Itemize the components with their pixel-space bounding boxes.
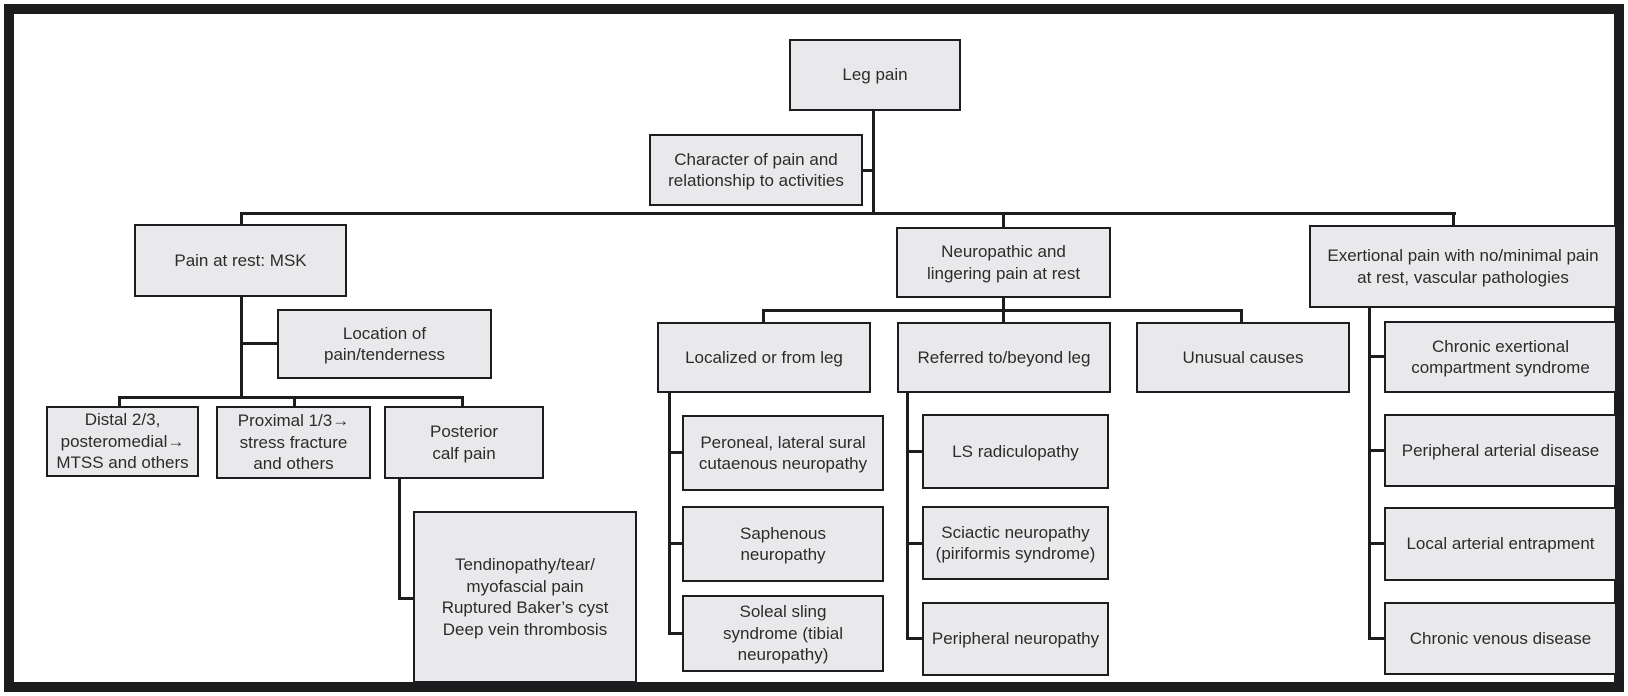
node-tendinopathy-group: Tendinopathy/tear/ myofascial pain Ruptu…: [413, 511, 637, 683]
connector-location-stub: [240, 342, 278, 345]
connector-referred-spine: [906, 392, 909, 640]
connector-entrapment-stub: [1368, 542, 1385, 545]
connector-venous-stub: [1368, 637, 1385, 640]
node-chronic-venous-disease: Chronic venous disease: [1384, 602, 1617, 675]
node-neuropathic-lingering-pain: Neuropathic and lingering pain at rest: [896, 227, 1111, 298]
connector-stub-exertional: [1452, 212, 1455, 226]
connector-stub-neuro: [1002, 212, 1005, 228]
node-peroneal-sural-neuropathy: Peroneal, lateral sural cutaenous neurop…: [682, 415, 884, 491]
connector-stub-referred: [1002, 309, 1005, 323]
connector-tendinopathy-stub: [398, 597, 414, 600]
connector-stub-posterior: [461, 396, 464, 407]
connector-stub-proximal: [293, 396, 296, 407]
connector-saphenous-stub: [668, 542, 683, 545]
node-posterior-calf-pain: Posterior calf pain: [384, 406, 544, 479]
connector-rail-top: [240, 212, 1456, 215]
node-distal-mtss: Distal 2/3, posteromedial→ MTSS and othe…: [46, 406, 199, 477]
node-character-of-pain: Character of pain and relationship to ac…: [649, 134, 863, 206]
connector-msk-down: [240, 296, 243, 398]
connector-stub-msk: [240, 212, 243, 225]
diagram-frame: Leg pain Character of pain and relations…: [4, 4, 1624, 692]
connector-soleal-stub: [668, 632, 683, 635]
connector-legpain-down: [872, 111, 875, 213]
connector-character-stub: [862, 169, 874, 172]
node-location-of-pain: Location of pain/tenderness: [277, 309, 492, 379]
node-sciatic-neuropathy: Sciactic neuropathy (piriformis syndrome…: [922, 506, 1109, 580]
connector-localized-spine: [668, 392, 671, 635]
connector-peripheral-stub: [906, 637, 923, 640]
connector-pad-stub: [1368, 449, 1385, 452]
connector-sciatic-stub: [906, 542, 923, 545]
connector-rail-msk: [118, 396, 464, 399]
connector-cecs-stub: [1368, 355, 1385, 358]
connector-posterior-down: [398, 478, 401, 599]
node-proximal-stress-fracture: Proximal 1/3→ stress fracture and others: [216, 406, 371, 479]
connector-stub-localized: [762, 309, 765, 323]
connector-ls-stub: [906, 450, 923, 453]
node-peripheral-arterial-disease: Peripheral arterial disease: [1384, 414, 1617, 487]
connector-exertional-spine: [1368, 307, 1371, 639]
node-referred-beyond-leg: Referred to/beyond leg: [897, 322, 1111, 393]
connector-stub-unusual: [1240, 309, 1243, 323]
node-peripheral-neuropathy: Peripheral neuropathy: [922, 602, 1109, 676]
node-soleal-sling-syndrome: Soleal sling syndrome (tibial neuropathy…: [682, 595, 884, 672]
connector-neuro-down: [1002, 297, 1005, 311]
node-local-arterial-entrapment: Local arterial entrapment: [1384, 507, 1617, 581]
connector-peroneal-stub: [668, 451, 683, 454]
node-leg-pain: Leg pain: [789, 39, 961, 111]
connector-stub-distal: [118, 396, 121, 407]
node-saphenous-neuropathy: Saphenous neuropathy: [682, 506, 884, 582]
node-chronic-exertional-compartment: Chronic exertional compartment syndrome: [1384, 321, 1617, 393]
node-pain-at-rest-msk: Pain at rest: MSK: [134, 224, 347, 297]
node-localized-from-leg: Localized or from leg: [657, 322, 871, 393]
node-ls-radiculopathy: LS radiculopathy: [922, 414, 1109, 489]
node-unusual-causes: Unusual causes: [1136, 322, 1350, 393]
node-exertional-vascular: Exertional pain with no/minimal pain at …: [1309, 225, 1617, 308]
